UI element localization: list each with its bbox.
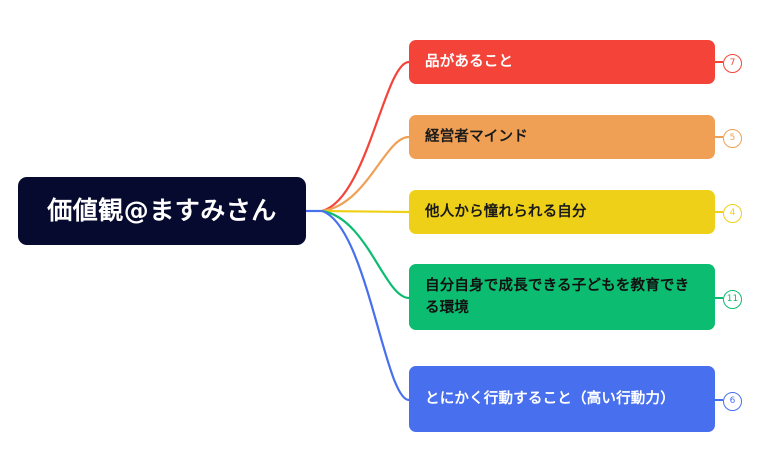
- branch-node-label: 他人から憧れられる自分: [425, 203, 587, 220]
- branch-node-label: とにかく行動すること（高い行動力）: [425, 390, 675, 407]
- badge-connector-stub: [715, 136, 723, 138]
- badge-connector-stub: [715, 297, 723, 299]
- branch-node[interactable]: 品があること: [409, 40, 715, 84]
- branch-connector: [320, 209, 411, 300]
- branch-node[interactable]: 他人から憧れられる自分: [409, 190, 715, 234]
- root-node-label: 価値観@ますみさん: [47, 196, 277, 225]
- badge-connector-stub: [715, 399, 723, 401]
- badge-connector-stub: [715, 61, 723, 63]
- branch-count-badge[interactable]: 7: [723, 53, 742, 73]
- branch-node[interactable]: 自分自身で成長できる子どもを教育できる環境: [409, 264, 715, 330]
- branch-connector: [320, 60, 411, 213]
- branch-connector: [320, 135, 411, 213]
- branch-node[interactable]: 経営者マインド: [409, 115, 715, 159]
- branch-connector: [320, 209, 411, 402]
- branch-node[interactable]: とにかく行動すること（高い行動力）: [409, 366, 715, 432]
- branch-node-label: 自分自身で成長できる子どもを教育できる環境: [425, 277, 690, 316]
- branch-count-badge[interactable]: 4: [723, 203, 742, 223]
- branch-node-label: 品があること: [425, 53, 514, 70]
- branch-node-label: 経営者マインド: [425, 128, 528, 145]
- branch-count-badge[interactable]: 6: [723, 391, 742, 411]
- branch-count-badge[interactable]: 5: [723, 128, 742, 148]
- branch-count-badge[interactable]: 11: [723, 289, 742, 309]
- branch-connector: [320, 209, 411, 214]
- root-node[interactable]: 価値観@ますみさん: [18, 177, 306, 245]
- badge-connector-stub: [715, 211, 723, 213]
